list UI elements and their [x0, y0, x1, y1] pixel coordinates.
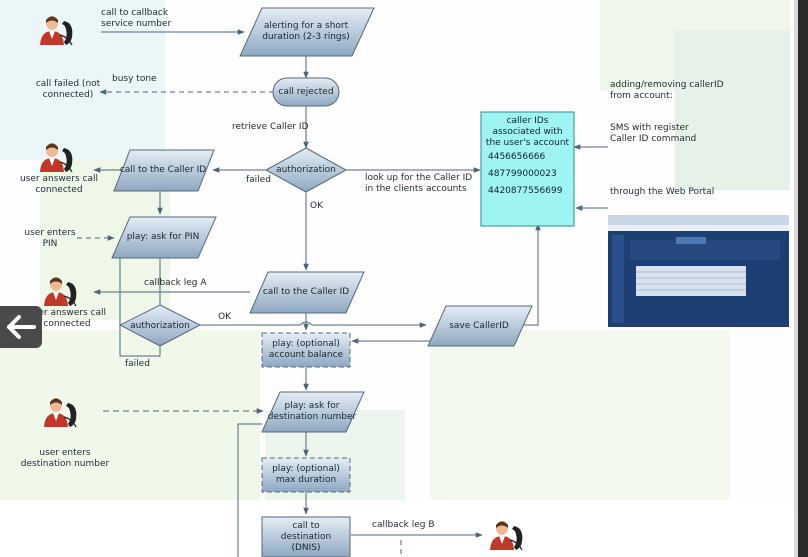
caller-id-box-title: caller IDs associated with the user's ac…	[485, 116, 570, 148]
label-failed-top: failed	[246, 175, 271, 185]
play-max-duration-node-text: play: (optional) max duration	[272, 464, 340, 485]
label-call-failed: call failed (not connected)	[35, 79, 101, 100]
play-max-duration-shape	[261, 457, 351, 493]
authorization-top-node-text: authorization	[276, 164, 336, 175]
caller-id-entry: 4420877556699	[488, 186, 563, 196]
caller-id-entry: 487799000023	[488, 169, 557, 179]
label-busy-tone: busy tone	[112, 74, 157, 84]
authorization-mid-node-text: authorization	[130, 320, 190, 331]
caller-id-entry: 4456656666	[488, 152, 546, 162]
left-arrow-icon	[7, 315, 36, 339]
call-caller-id-mid-node-text: call to the Caller ID	[262, 287, 350, 297]
label-user-answers-2: user answers call connected	[27, 308, 106, 329]
label-ok-top: OK	[310, 201, 323, 211]
label-sms-register: SMS with register Caller ID command	[610, 123, 697, 144]
label-through-portal: through the Web Portal	[610, 187, 715, 197]
viewer-scrollbar[interactable]	[798, 0, 808, 557]
authorization-top-shape	[264, 147, 348, 193]
label-adding-removing: adding/removing callerID from account:	[610, 80, 724, 101]
label-user-enters-pin: user enters PIN	[24, 228, 76, 249]
call-caller-id-mid-shape	[249, 271, 365, 314]
label-failed-mid: failed	[125, 359, 150, 369]
alerting-node-text: alerting for a short duration (2-3 rings…	[262, 21, 350, 42]
viewer-edge	[794, 0, 798, 557]
label-ok-mid: OK	[218, 312, 231, 322]
label-user-enters-destination: user enters destination number	[20, 448, 110, 469]
play-ask-destination-node-text: play: ask for destination number	[267, 401, 357, 422]
caller-id-box	[480, 111, 575, 227]
call-destination-node-text: call to destination (DNIS)	[280, 520, 332, 553]
play-account-balance-node-text: play: (optional) account balance	[268, 339, 344, 360]
play-account-balance-shape	[261, 332, 351, 368]
save-caller-id-shape	[427, 305, 533, 347]
call-destination-shape	[261, 516, 351, 557]
node-shapes	[111, 7, 575, 557]
connectors	[77, 29, 608, 557]
web-portal-screenshot-thumbnail	[608, 215, 789, 327]
label-callback-leg-b: callback leg B	[372, 520, 435, 530]
play-ask-pin-node-text: play: ask for PIN	[126, 232, 200, 242]
call-caller-id-left-shape	[113, 149, 215, 192]
play-ask-destination-shape	[261, 391, 365, 433]
back-button[interactable]	[0, 306, 42, 348]
call-rejected-shape	[272, 77, 340, 107]
call-caller-id-left-node-text: call to the Caller ID	[119, 165, 207, 175]
save-caller-id-node-text: save CallerID	[449, 320, 509, 331]
alerting-shape	[239, 7, 375, 57]
authorization-mid-shape	[118, 304, 202, 347]
call-rejected-node-text: call rejected	[278, 86, 334, 97]
label-callback-leg-a: callback leg A	[144, 278, 207, 288]
label-user-answers-1: user answers call connected	[19, 174, 98, 195]
label-retrieve-caller-id: retrieve Caller ID	[232, 122, 309, 132]
label-lookup: look up for the Caller ID in the clients…	[365, 173, 473, 194]
play-ask-pin-shape	[111, 216, 217, 259]
label-call-to-callback: call to callback service number	[101, 8, 172, 29]
